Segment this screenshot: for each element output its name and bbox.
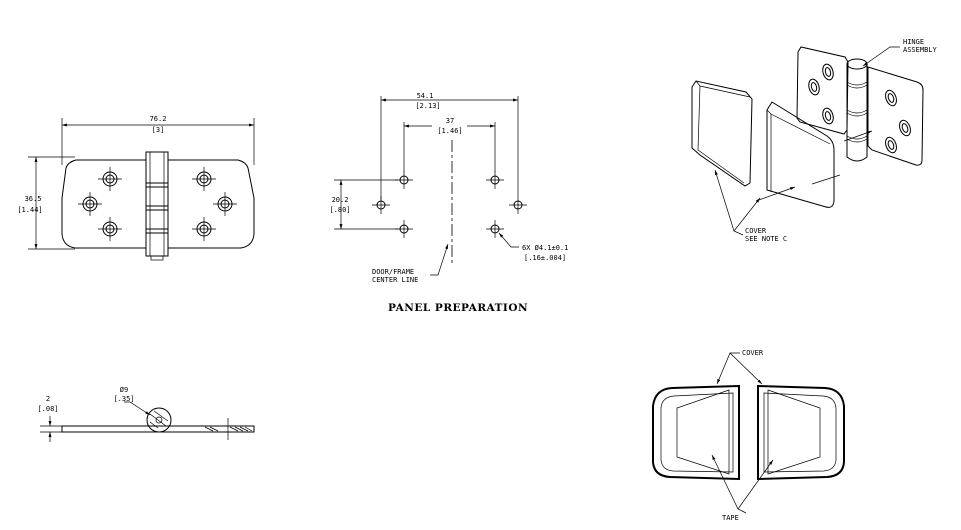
height-in-label: [1.44]	[17, 206, 42, 214]
right-leaf	[168, 159, 255, 249]
thickness-mm-label: 2	[46, 395, 50, 403]
hinge-isometric-view: HINGE ASSEMBLY COVER SEE NOTE C	[691, 38, 938, 243]
cover-note-label-2: SEE NOTE C	[745, 235, 787, 243]
knuckle-in-label: [.35]	[113, 395, 134, 403]
cover-view: COVER TAPE	[652, 349, 845, 522]
knuckle-mm-label: Ø9	[120, 386, 128, 394]
cover-note-label-1: COVER	[745, 227, 767, 235]
width-in-label: [3]	[152, 126, 165, 134]
panel-inner-mm-label: 37	[446, 117, 454, 125]
hinge-top-view: 76.2 [3] 36.5 [1.44]	[17, 115, 255, 261]
panel-holes	[372, 171, 527, 238]
center-line-label-2: CENTER LINE	[372, 276, 418, 284]
panel-preparation: 54.1 [2.13] 37 [1.46] 20.2 [.80] DOOR/FR…	[329, 92, 568, 314]
knuckle	[145, 151, 169, 257]
hinge-assembly-label-1: HINGE	[903, 38, 924, 46]
panel-vert-mm-label: 20.2	[332, 196, 349, 204]
thickness-in-label: [.08]	[37, 405, 58, 413]
hinge-holes	[78, 167, 237, 241]
center-line-label-1: DOOR/FRAME	[372, 268, 414, 276]
left-leaf	[61, 159, 146, 249]
panel-inner-in-label: [1.46]	[437, 127, 462, 135]
width-mm-label: 76.2	[150, 115, 167, 123]
tape-label: TAPE	[722, 514, 739, 522]
cover-label: COVER	[742, 349, 764, 357]
hole-note-2: [.16±.004]	[524, 254, 566, 262]
hinge-assembly-label-2: ASSEMBLY	[903, 46, 938, 54]
panel-preparation-title: PANEL PREPARATION	[388, 302, 528, 314]
hole-note-1: 6X Ø4.1±0.1	[522, 244, 568, 252]
height-mm-label: 36.5	[25, 195, 42, 203]
hinge-side-view: 2 [.08] Ø9 [.35]	[37, 386, 255, 442]
panel-outer-mm-label: 54.1	[417, 92, 434, 100]
side-knuckle	[146, 407, 172, 433]
panel-vert-in-label: [.80]	[329, 206, 350, 214]
panel-outer-in-label: [2.13]	[415, 102, 440, 110]
